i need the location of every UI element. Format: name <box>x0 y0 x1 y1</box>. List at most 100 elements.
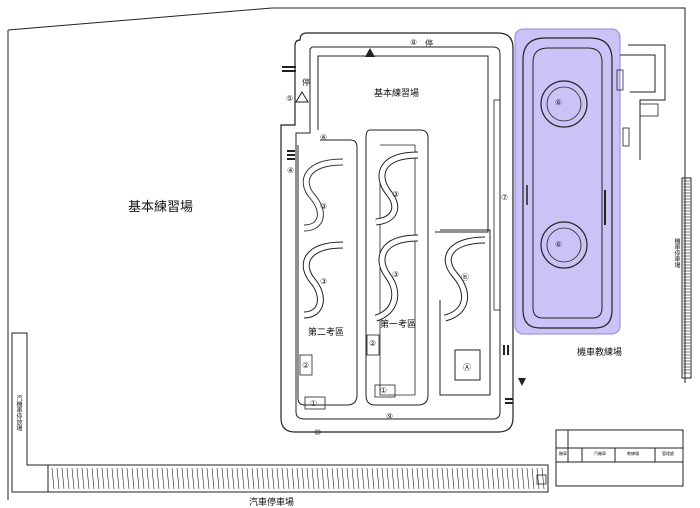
moto-track-inner <box>532 47 603 319</box>
garage-1-mid <box>374 384 396 398</box>
entrance-road-2 <box>620 54 656 93</box>
parking-stall-line <box>316 467 320 490</box>
marker-8: ⑧ <box>410 38 418 47</box>
parking-stall-line <box>461 467 465 490</box>
parking-stall-line <box>246 467 250 490</box>
marker-ting-1: 停 <box>302 78 310 87</box>
parking-stall-line <box>206 467 210 490</box>
parking-stall-line <box>481 467 485 490</box>
course-outer-road <box>280 32 514 433</box>
left-parking-label: 汽機車停放場 <box>15 395 22 431</box>
moto-area-label: 機車教練場 <box>577 348 623 358</box>
parking-stall-line <box>496 467 500 490</box>
car-parking-label: 汽車停車場 <box>249 498 295 508</box>
parking-stall-line <box>226 467 230 490</box>
marker-7: ⑦ <box>501 193 509 202</box>
exam-area-1-label: 第一考區 <box>380 320 417 330</box>
area-b-block <box>439 229 491 396</box>
moto-parking-label: 機車停車場 <box>673 238 680 268</box>
parking-stall-line <box>511 467 515 490</box>
marker-10: ⑩ <box>314 428 322 437</box>
parking-stall-line <box>421 467 425 490</box>
parking-stall-line <box>156 467 160 490</box>
parking-stall-line <box>521 467 525 490</box>
parking-stall-line <box>536 467 540 490</box>
parking-stall-line <box>251 467 255 490</box>
parking-stall-line <box>336 467 340 490</box>
parking-stall-line <box>136 467 140 490</box>
parking-stall-line <box>501 467 505 490</box>
parking-stall-line <box>391 467 395 490</box>
entrance-gate-3 <box>622 127 630 147</box>
parking-stall-line <box>146 467 150 490</box>
parking-stall-line <box>121 467 125 490</box>
marker-5: ⑤ <box>286 94 294 103</box>
parking-stall-line <box>111 467 115 490</box>
main-area-label: 基本練習場 <box>128 200 194 215</box>
parking-stall-line <box>436 467 440 490</box>
parking-stall-line <box>541 467 545 490</box>
parking-stall-line <box>286 467 290 490</box>
parking-stall-line <box>126 467 130 490</box>
entrance-gate-2 <box>616 69 624 91</box>
marker-9: ⑨ <box>386 412 394 421</box>
lane-7 <box>493 99 501 311</box>
parking-stall-line <box>186 467 190 490</box>
marker-6a: ⑥ <box>555 98 563 107</box>
parking-stall-line <box>91 467 95 490</box>
warning-sign-icon-3 <box>518 378 526 386</box>
s-curve-mid-upper-in <box>375 152 419 225</box>
parking-stall-line <box>221 467 225 490</box>
moto-circle-upper-inner <box>546 86 582 122</box>
table-cell-6: 管理處 <box>662 451 674 456</box>
parking-stall-line <box>96 467 100 490</box>
parking-stall-line <box>216 467 220 490</box>
entrance-gate <box>639 103 659 117</box>
marker-3b: ③ <box>320 277 328 286</box>
corner-icon <box>536 474 547 485</box>
parking-stall-line <box>341 467 345 490</box>
marker-ting-2: 停 <box>425 39 433 48</box>
parking-stall-line <box>486 467 490 490</box>
parking-stall-line <box>71 467 75 490</box>
parking-stall-line <box>326 467 330 490</box>
moto-parking-strip <box>681 177 692 379</box>
parking-stall-line <box>356 467 360 490</box>
parking-stall-line <box>81 467 85 490</box>
marker-2a: ② <box>302 361 310 370</box>
crosswalk <box>282 66 513 404</box>
parking-stall-line <box>171 467 175 490</box>
marker-3c: ③ <box>392 190 400 199</box>
marker-1b: ① <box>380 386 388 395</box>
parking-stall-line <box>56 467 60 490</box>
parking-stall-line <box>151 467 155 490</box>
parking-stall-line <box>426 467 430 490</box>
upper-area-label: 基本練習場 <box>374 89 420 99</box>
parking-stall-line <box>476 467 480 490</box>
parking-stall-line <box>396 467 400 490</box>
exam-area-1-block <box>365 129 429 406</box>
upper-block <box>317 55 489 233</box>
parking-stall-line <box>376 467 380 490</box>
marker-6b: ⑥ <box>555 240 563 249</box>
parking-stall-line <box>411 467 415 490</box>
parking-stall-line <box>196 467 200 490</box>
parking-stall-line <box>106 467 110 490</box>
course-inner-road <box>295 46 501 420</box>
parking-stall-line <box>416 467 420 490</box>
warning-sign-icon-2 <box>365 48 375 57</box>
s-curve-mid-lower-in <box>375 235 419 321</box>
moto-circle-upper <box>540 80 588 128</box>
parking-stall-line <box>211 467 215 490</box>
s-curve-left-upper-in <box>303 159 344 231</box>
parking-stall-line <box>141 467 145 490</box>
parking-stall-line <box>401 467 405 490</box>
s-curve-left-lower-in <box>303 242 344 318</box>
marker-3a: ③ <box>320 202 328 211</box>
moto-training-highlight <box>514 28 621 335</box>
parking-stall-line <box>491 467 495 490</box>
parking-stall-line <box>236 467 240 490</box>
parking-stall-line <box>386 467 390 490</box>
parking-stall-line <box>441 467 445 490</box>
parking-stall-line <box>291 467 295 490</box>
